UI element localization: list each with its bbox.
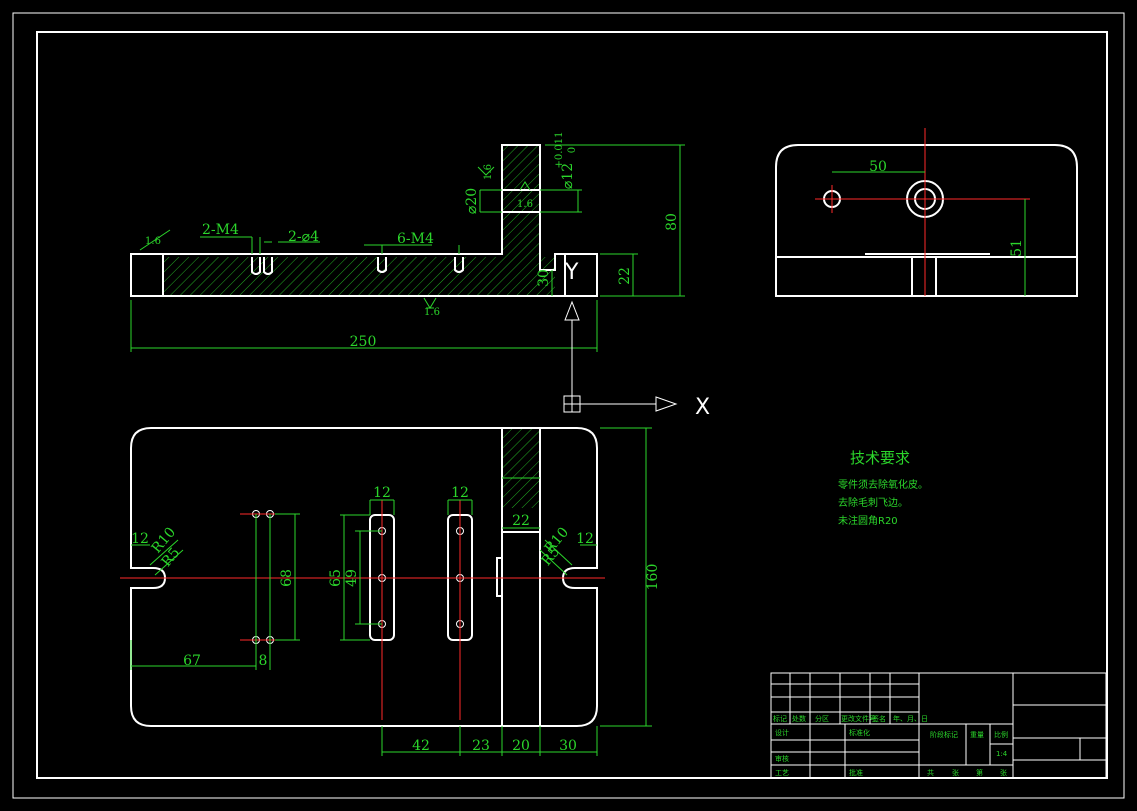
label-counterbore: ⌀20 (464, 188, 480, 214)
dim-step-height: 22 (617, 267, 633, 285)
label-2-m4: 2-M4 (202, 222, 239, 238)
rough-bottom: 1.6 (424, 307, 440, 318)
tb-header-change: 更改文件号 (841, 714, 876, 723)
tb-header-count: 处数 (792, 714, 806, 723)
dim-slot-w-1: 12 (373, 485, 391, 501)
tb-sheets-unit-2: 张 (1000, 768, 1007, 777)
tb-scale-label: 比例 (994, 730, 1008, 739)
rough-bore: 1.6 (517, 199, 533, 210)
rough-top: 1.6 (483, 164, 494, 180)
dim-slot-width-right: 12 (576, 531, 594, 547)
dim-20: 20 (512, 738, 530, 754)
label-6-m4: 6-M4 (397, 231, 434, 247)
tb-header-sign: 签名 (872, 714, 886, 723)
bore-section (501, 189, 541, 213)
ucs-y-label: Y (564, 260, 579, 285)
tech-req-item-3: 未注圆角R20 (838, 514, 898, 527)
dim-67: 67 (183, 653, 201, 669)
tb-weight: 重量 (970, 731, 984, 739)
tb-scale-value: 1:4 (996, 750, 1008, 758)
dim-slot-len-inner: 49 (344, 569, 360, 587)
rough-left: 1.6 (145, 236, 161, 247)
tb-stage-mark: 阶段标记 (930, 730, 958, 739)
side-view (775, 128, 1078, 297)
dim-slot-height: 30 (536, 269, 552, 287)
ucs-x-label: X (695, 395, 710, 420)
tb-role-review: 审核 (775, 754, 789, 763)
front-outline (130, 144, 598, 297)
dim-8: 8 (259, 653, 268, 669)
dim-height: 80 (664, 213, 680, 231)
front-view: 250 80 22 30 2-M4 2-⌀4 6-M4 ⌀20 ⌀12 +0.0… (130, 131, 685, 352)
tb-header-mark: 标记 (773, 714, 787, 723)
front-section-hatch (163, 145, 555, 296)
top-outline (130, 427, 598, 727)
label-2-phi4: 2-⌀4 (288, 229, 319, 245)
label-bore-tol-upper: +0.011 (554, 131, 565, 168)
label-bore-tol-lower: 0 (567, 147, 578, 153)
tb-sheets-total: 共 (927, 768, 934, 777)
tb-standardization: 标准化 (849, 728, 870, 737)
top-dim-lines (130, 427, 652, 756)
tech-req-title: 技术要求 (850, 449, 910, 467)
tb-sheets-unit-1: 张 (952, 768, 959, 777)
dim-rib-width: 22 (512, 513, 530, 529)
dim-slot-width-left: 12 (131, 531, 149, 547)
tb-header-zone: 分区 (815, 714, 829, 723)
tb-sheets-current: 第 (976, 768, 983, 777)
top-hatch-upper (502, 428, 540, 478)
drawing-frame (36, 31, 1108, 779)
tb-role-design: 设计 (775, 728, 789, 737)
top-hatch-lower (502, 478, 540, 508)
tb-role-process: 工艺 (775, 769, 789, 777)
dim-length: 250 (350, 334, 377, 350)
dim-slot-len-outer: 65 (328, 569, 344, 587)
dim-width-160: 160 (645, 564, 661, 591)
dim-42: 42 (412, 738, 430, 754)
side-outline (775, 144, 1078, 297)
ucs-icon (563, 300, 678, 413)
top-view (120, 427, 652, 756)
dim-pin-spacing: 68 (279, 569, 295, 587)
tb-approve: 批准 (849, 768, 863, 777)
dim-hole-offset: 50 (869, 159, 887, 175)
tech-req-item-1: 零件须去除氧化皮。 (838, 478, 928, 491)
dim-slot-w-2: 12 (451, 485, 469, 501)
tb-header-date: 年、月、日 (893, 714, 928, 723)
dim-hole-height: 51 (1009, 239, 1025, 257)
outer-border (12, 12, 1125, 799)
top-centerlines (120, 500, 605, 720)
dim-30: 30 (559, 738, 577, 754)
front-dim-lines (130, 144, 685, 352)
tech-req-item-2: 去除毛刺飞边。 (838, 496, 908, 509)
dim-23: 23 (472, 738, 490, 754)
tapped-holes-front (251, 257, 464, 275)
title-block (770, 672, 1107, 779)
label-bore: ⌀12 (560, 163, 576, 189)
